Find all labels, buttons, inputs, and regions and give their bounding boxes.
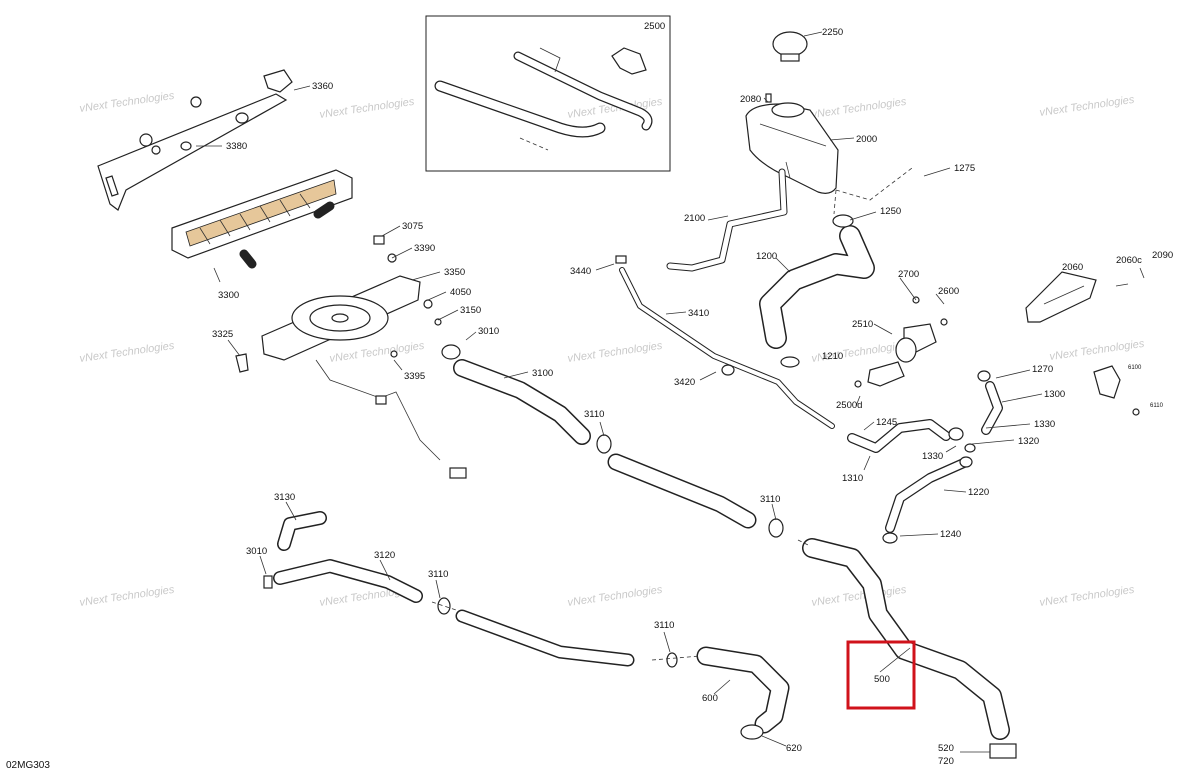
callout-1330: 1330 — [1034, 419, 1055, 430]
callout-3395: 3395 — [404, 371, 425, 382]
callout-3325: 3325 — [212, 329, 233, 340]
radiator-fan[interactable] — [235, 235, 467, 479]
callout-1300: 1300 — [1044, 389, 1065, 400]
callout-3380: 3380 — [226, 141, 247, 152]
callout-500: 500 — [874, 674, 890, 685]
watermark: vNext Technologies — [567, 584, 664, 609]
callout-1275: 1275 — [954, 163, 975, 174]
callout-1270: 1270 — [1032, 364, 1053, 375]
watermark: vNext Technologies — [329, 340, 426, 365]
callout-1240: 1240 — [940, 529, 961, 540]
callout-1310: 1310 — [842, 473, 863, 484]
reference-lines — [431, 137, 913, 661]
callout-2600: 2600 — [938, 286, 959, 297]
callout-3390: 3390 — [414, 243, 435, 254]
callout-3110: 3110 — [654, 620, 674, 631]
callout-3440: 3440 — [570, 266, 591, 277]
watermark: vNext Technologies — [79, 340, 176, 365]
highlight-rect — [846, 640, 916, 710]
watermark: vNext Technologies — [79, 584, 176, 609]
callout-2500d: 2500d — [836, 400, 862, 411]
watermark: vNext Technologies — [79, 90, 176, 115]
watermark: vNext Technologies — [1039, 94, 1136, 119]
leader-lines — [196, 31, 1145, 753]
watermark: vNext Technologies — [319, 96, 416, 121]
bracket-2060[interactable] — [1025, 271, 1097, 323]
coolant-pipe-main[interactable] — [607, 453, 784, 538]
diagram-code: 02MG303 — [6, 760, 50, 771]
hose-3100[interactable] — [441, 344, 612, 454]
hose-500[interactable] — [802, 538, 1017, 759]
callout-2100: 2100 — [684, 213, 705, 224]
watermark: vNext Technologies — [567, 340, 664, 365]
callout-1330: 1330 — [922, 451, 943, 462]
callout-2700: 2700 — [898, 269, 919, 280]
callout-1245: 1245 — [876, 417, 897, 428]
watermark: vNext Technologies — [811, 584, 908, 609]
callout-1200: 1200 — [756, 251, 777, 262]
pressure-cap[interactable] — [772, 31, 808, 57]
callout-3120: 3120 — [374, 550, 395, 561]
callout-3420: 3420 — [674, 377, 695, 388]
inset-2500[interactable] — [425, 15, 671, 172]
callout-3100: 3100 — [532, 368, 553, 379]
callout-labels: 2500 2250 2080 2000 1275 1250 2100 1200 … — [212, 21, 1173, 767]
hose-2100[interactable] — [666, 168, 788, 272]
callout-2060: 2060 — [1062, 262, 1083, 273]
callout-2510: 2510 — [852, 319, 873, 330]
watermark: vNext Technologies — [811, 96, 908, 121]
highlight-box-500[interactable]: 500 — [846, 640, 916, 710]
callout-3150: 3150 — [460, 305, 481, 316]
callout-3075: 3075 — [402, 221, 423, 232]
callout-1220: 1220 — [968, 487, 989, 498]
watermark: vNext Technologies — [1039, 584, 1136, 609]
callout-2500: 2500 — [644, 21, 665, 32]
radiator-bracket[interactable] — [97, 69, 293, 211]
callout-3360: 3360 — [312, 81, 333, 92]
callout-3410: 3410 — [688, 308, 709, 319]
callout-6110: 6110 — [1150, 403, 1164, 409]
callout-3300: 3300 — [218, 290, 239, 301]
callout-3110: 3110 — [760, 494, 780, 505]
watermark: vNext Technologies — [1049, 338, 1146, 363]
callout-4050: 4050 — [450, 287, 471, 298]
tube-3410[interactable] — [615, 255, 835, 429]
callout-720: 720 — [938, 756, 954, 767]
watermarks: vNext Technologies vNext Technologies vN… — [79, 90, 1146, 609]
hose-1200[interactable] — [759, 214, 875, 368]
callout-620: 620 — [786, 743, 802, 754]
callout-2060c: 2060c — [1116, 255, 1142, 266]
callout-3350: 3350 — [444, 267, 465, 278]
callout-520: 520 — [938, 743, 954, 754]
radiator[interactable] — [171, 169, 353, 269]
callout-2090: 2090 — [1152, 250, 1173, 261]
expansion-tank[interactable] — [745, 31, 839, 194]
hoses-1300-1220[interactable] — [847, 365, 1140, 544]
callout-3010: 3010 — [246, 546, 267, 557]
thermostat-housing[interactable] — [854, 296, 948, 388]
callout-2080: 2080 — [740, 94, 761, 105]
callout-3010: 3010 — [478, 326, 499, 337]
callout-6100: 6100 — [1128, 365, 1142, 371]
lower-hoses[interactable] — [263, 511, 790, 740]
callout-3110: 3110 — [428, 569, 448, 580]
callout-3110: 3110 — [584, 409, 604, 420]
callout-1320: 1320 — [1018, 436, 1039, 447]
callout-2250: 2250 — [822, 27, 843, 38]
callout-1250: 1250 — [880, 206, 901, 217]
callout-2000: 2000 — [856, 134, 877, 145]
callout-3130: 3130 — [274, 492, 295, 503]
callout-600: 600 — [702, 693, 718, 704]
callout-1210: 1210 — [822, 351, 843, 362]
